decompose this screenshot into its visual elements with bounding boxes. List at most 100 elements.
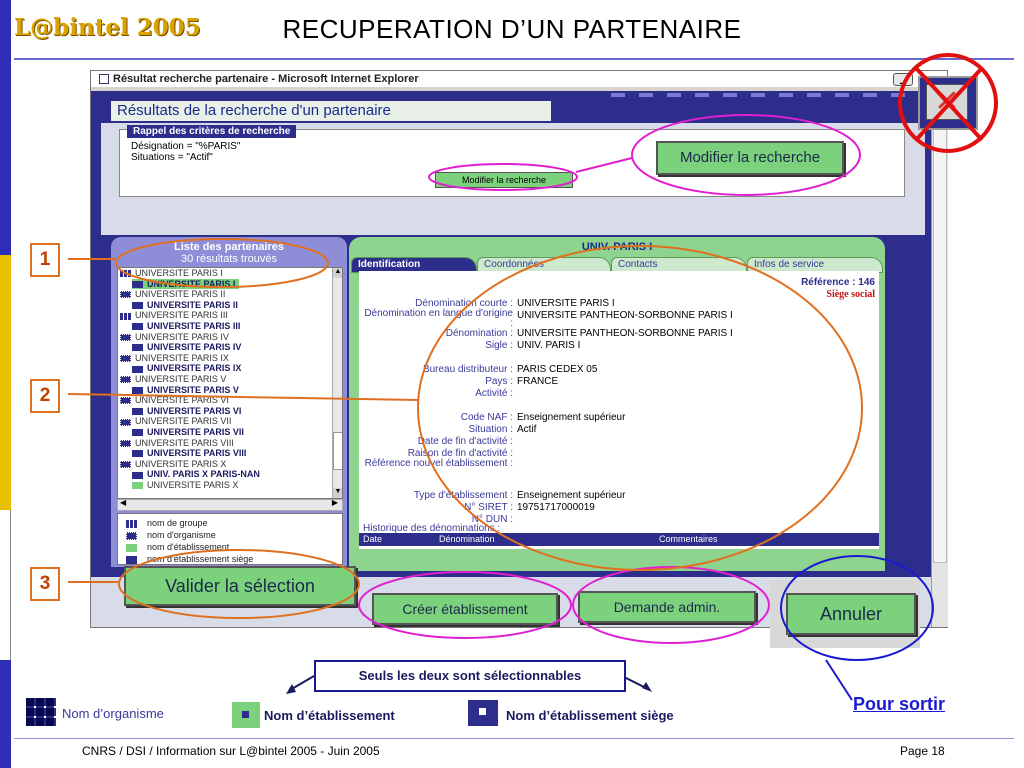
organisme-icon (120, 418, 131, 426)
list-item[interactable]: UNIVERSITE PARIS IX (132, 363, 241, 374)
field-value: UNIVERSITE PANTHEON-SORBONNE PARIS I (517, 310, 733, 321)
footer-page: Page 18 (900, 744, 945, 758)
field-label: Dénomination en langue d'origine : (364, 308, 513, 329)
organisme-icon (120, 376, 131, 384)
scroll-up-icon[interactable]: ▲ (333, 268, 342, 278)
list-item-label: UNIV. PARIS X PARIS-NAN (147, 469, 260, 480)
footer-left: CNRS / DSI / Information sur L@bintel 20… (82, 744, 380, 758)
arrowhead-right-icon (642, 682, 652, 692)
footer-divider (14, 738, 1014, 739)
siege-legend-icon (468, 700, 498, 726)
legend-siege: Nom d’établissement siège (506, 708, 674, 723)
siege-icon (132, 301, 143, 309)
left-color-strip (0, 0, 11, 768)
tree-horizontal-scrollbar[interactable]: ◀ ▶ (117, 498, 343, 511)
siege-icon (132, 344, 143, 352)
list-item-label: UNIVERSITE PARIS IV (135, 331, 229, 342)
siege-icon (132, 407, 143, 415)
list-item[interactable]: UNIVERSITE PARIS IV (132, 342, 241, 353)
field-label: Bureau distributeur : (422, 364, 513, 375)
field-label: Référence nouvel établissement : (364, 458, 513, 469)
list-item-label: UNIVERSITE PARIS X (135, 458, 227, 469)
siege-social-label: Siège social (826, 289, 875, 300)
validate-selection-button[interactable]: Valider la sélection (124, 566, 356, 606)
list-item[interactable]: UNIVERSITE PARIS I (132, 278, 240, 290)
list-item[interactable]: UNIVERSITE PARIS III (120, 310, 228, 321)
connector-modify (575, 157, 633, 173)
legend-row-etablissement: nom d'établissement (126, 540, 229, 554)
cancel-button[interactable]: Annuler (786, 593, 916, 635)
logo: L@bintel 2005 (14, 14, 201, 41)
scroll-right-icon[interactable]: ▶ (331, 498, 338, 507)
list-item[interactable]: UNIVERSITE PARIS VII (132, 427, 244, 438)
modify-search-button[interactable]: Modifier la recherche (656, 141, 844, 175)
list-item-label: UNIVERSITE PARIS III (147, 321, 241, 331)
callout-arrow-right (621, 675, 647, 689)
list-item[interactable]: UNIVERSITE PARIS III (132, 321, 240, 332)
highlight-list-item (115, 238, 329, 288)
siege-icon (132, 323, 143, 331)
forbidden-slash-2 (914, 66, 984, 142)
list-item[interactable]: UNIVERSITE PARIS X (132, 480, 238, 491)
field-label: N° DUN : (471, 514, 513, 525)
legend-row-groupe: nom de groupe (126, 516, 208, 530)
organisme-icon (120, 333, 131, 341)
arrowhead-left-icon (286, 684, 296, 694)
legend-row-siege: nom d'établissement siège (126, 552, 253, 566)
highlight-validate (118, 549, 360, 619)
history-title: Historique des dénominations : (363, 523, 501, 534)
list-item[interactable]: UNIVERSITE PARIS II (132, 300, 238, 311)
siege-icon (132, 365, 143, 373)
organisme-icon (120, 354, 131, 362)
legend-organisme: Nom d’organisme (62, 706, 164, 721)
annotation-number-3: 3 (30, 567, 60, 601)
scroll-thumb[interactable] (333, 432, 342, 470)
scroll-down-icon[interactable]: ▼ (333, 488, 342, 498)
etablissement-icon (126, 543, 137, 552)
highlight-create (358, 571, 572, 639)
highlight-details (417, 245, 863, 571)
list-item[interactable]: UNIVERSITE PARIS VII (120, 416, 231, 427)
field-label: Activité : (475, 388, 513, 399)
list-item[interactable]: UNIVERSITE PARIS X (120, 459, 226, 470)
field-label: Code NAF : (460, 412, 513, 423)
list-item[interactable]: UNIVERSITE PARIS VI (120, 395, 229, 406)
ie-window-title: Résultat recherche partenaire - Microsof… (113, 73, 419, 85)
web-page: Résultats de la recherche d'un partenair… (91, 91, 931, 627)
tree-vertical-scrollbar[interactable]: ▲ ▼ (332, 268, 342, 498)
list-item[interactable]: UNIVERSITE PARIS VIII (132, 448, 246, 459)
admin-request-button[interactable]: Demande admin. (578, 591, 756, 623)
scroll-left-icon[interactable]: ◀ (120, 498, 127, 507)
decor-dashes (611, 93, 911, 97)
exit-hint: Pour sortir (853, 694, 946, 714)
annotation-number-2: 2 (30, 379, 60, 413)
list-item[interactable]: UNIVERSITE PARIS II (120, 289, 225, 300)
legend-etablissement: Nom d’établissement (264, 708, 395, 723)
siege-icon (126, 555, 137, 564)
list-item[interactable]: UNIVERSITE PARIS IV (120, 332, 229, 343)
group-icon (126, 519, 137, 528)
create-establishment-button[interactable]: Créer établissement (372, 593, 558, 625)
ie-vertical-scrollbar[interactable] (931, 91, 948, 627)
field-value: UNIVERSITE PARIS I (517, 298, 615, 309)
list-item-label: UNIVERSITE PARIS IX (147, 363, 242, 374)
strip-blue-top (0, 0, 11, 255)
field-value: UNIV. PARIS I (517, 340, 581, 351)
legend-dot-icon (479, 708, 486, 715)
etablissement-icon (132, 482, 143, 490)
list-item-label: UNIVERSITE PARIS I (147, 278, 236, 289)
list-item[interactable]: UNIVERSITE PARIS V (120, 374, 226, 385)
siege-icon (132, 386, 143, 394)
highlight-admin (572, 566, 770, 644)
list-item[interactable]: UNIV. PARIS X PARIS-NAN (132, 469, 260, 480)
siege-icon (132, 450, 143, 458)
connector-2 (67, 393, 419, 401)
list-item[interactable]: UNIVERSITE PARIS VIII (120, 438, 234, 449)
list-item[interactable]: UNIVERSITE PARIS VI (132, 406, 241, 417)
modify-search-button-small[interactable]: Modifier la recherche (435, 172, 573, 188)
list-item[interactable]: UNIVERSITE PARIS IX (120, 353, 229, 364)
legend-label: nom d'établissement siège (147, 554, 254, 564)
list-item[interactable]: UNIVERSITE PARIS V (132, 385, 239, 396)
field-label: Raison de fin d'activité : (407, 448, 513, 459)
